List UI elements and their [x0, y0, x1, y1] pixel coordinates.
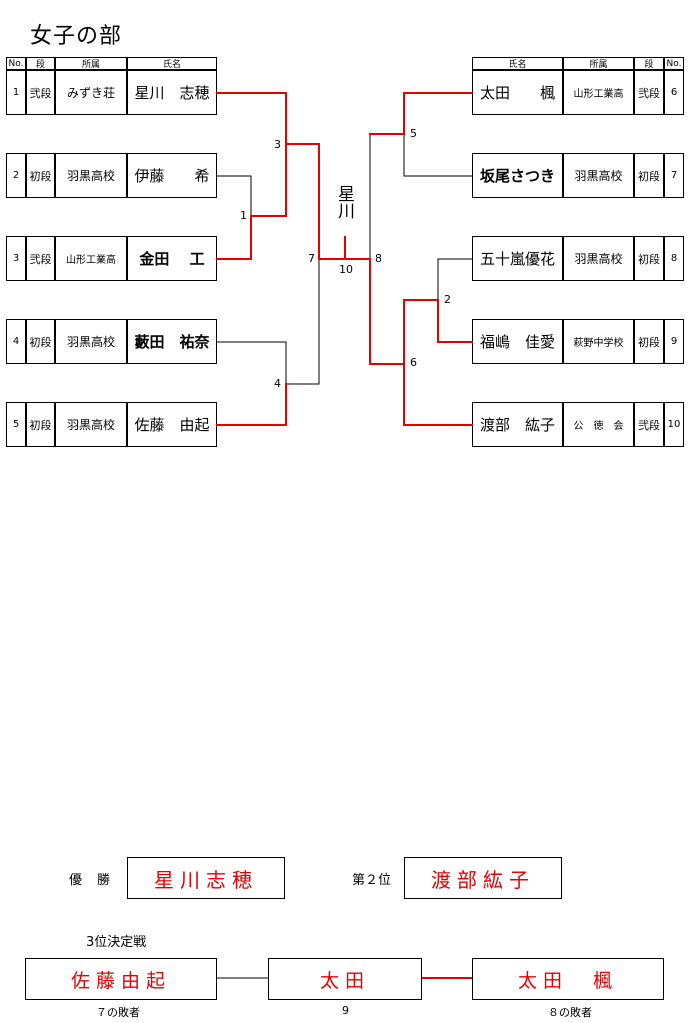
player-affiliation: 山形工業高: [563, 70, 634, 115]
player-name: 福嶋 佳愛: [472, 319, 563, 364]
player-dan: 初段: [634, 236, 664, 281]
match-label-7: 7: [308, 252, 315, 265]
third-right-box: 太田 楓: [472, 958, 664, 1000]
header-dan-right: 段: [634, 57, 664, 70]
player-dan: 初段: [634, 319, 664, 364]
player-name: 藪田 祐奈: [127, 319, 217, 364]
winner-line-1: [216, 92, 346, 260]
header-name-right: 氏名: [472, 57, 563, 70]
player-dan: 初段: [26, 319, 55, 364]
player-name: 金田 工: [127, 236, 217, 281]
third-place-title: 3位決定戦: [86, 935, 147, 950]
page-title: 女子の部: [30, 24, 123, 49]
player-name: 太田 楓: [472, 70, 563, 115]
match-label-10: 10: [339, 263, 353, 276]
player-affiliation: 萩野中学校: [563, 319, 634, 364]
header-name-left: 氏名: [127, 57, 217, 70]
match-label-2: 2: [444, 293, 451, 306]
player-affiliation: 羽黒高校: [563, 236, 634, 281]
player-number: 7: [664, 153, 684, 198]
winner-label: 優 勝: [69, 873, 112, 888]
winner-line-r-up: [344, 258, 405, 365]
player-affiliation: 公 徳 会: [563, 402, 634, 447]
player-number: 6: [664, 70, 684, 115]
header-no-left: No.: [6, 57, 26, 70]
player-affiliation: 羽黒高校: [55, 153, 127, 198]
player-dan: 初段: [26, 402, 55, 447]
third-mid-caption: 9: [342, 1004, 349, 1017]
bracket-line-7: [403, 133, 473, 177]
third-left-box: 佐藤由起: [25, 958, 217, 1000]
player-dan: 初段: [26, 153, 55, 198]
bracket-line-4a: [216, 341, 287, 385]
player-number: 5: [6, 402, 26, 447]
bracket-line-2: [216, 175, 252, 217]
player-number: 4: [6, 319, 26, 364]
player-dan: 弐段: [26, 70, 55, 115]
player-dan: 初段: [634, 153, 664, 198]
player-dan: 弐段: [634, 402, 664, 447]
champion-vertical-name: 星川: [334, 185, 354, 219]
player-name: 五十嵐優花: [472, 236, 563, 281]
player-number: 3: [6, 236, 26, 281]
match-label-3: 3: [274, 138, 281, 151]
header-affiliation-right: 所属: [563, 57, 634, 70]
bracket-line-4-upper: [285, 258, 320, 385]
winner-line-10: [403, 299, 473, 426]
third-left-caption: ７の敗者: [96, 1006, 140, 1019]
bracket-line-8: [437, 258, 473, 301]
third-right-caption: ８の敗者: [548, 1006, 592, 1019]
player-dan: 弐段: [634, 70, 664, 115]
player-name: 伊藤 希: [127, 153, 217, 198]
match-label-4: 4: [274, 377, 281, 390]
header-affiliation-left: 所属: [55, 57, 127, 70]
winner-line-5: [216, 383, 287, 426]
winner-line-3: [216, 143, 287, 260]
player-affiliation: 山形工業高: [55, 236, 127, 281]
winner-box: 星川志穂: [127, 857, 285, 899]
winner-line-6: [369, 92, 473, 135]
player-number: 10: [664, 402, 684, 447]
player-number: 2: [6, 153, 26, 198]
second-label: 第２位: [352, 873, 392, 888]
header-dan-left: 段: [26, 57, 55, 70]
player-affiliation: 羽黒高校: [55, 319, 127, 364]
match-label-6: 6: [410, 356, 417, 369]
match-label-8: 8: [375, 252, 382, 265]
third-mid-box: 太田: [268, 958, 422, 1000]
match-label-1: 1: [240, 209, 247, 222]
player-number: 1: [6, 70, 26, 115]
player-affiliation: 羽黒高校: [55, 402, 127, 447]
player-number: 8: [664, 236, 684, 281]
second-box: 渡部紘子: [404, 857, 562, 899]
player-affiliation: 羽黒高校: [563, 153, 634, 198]
match-label-5: 5: [410, 127, 417, 140]
header-no-right: No.: [664, 57, 684, 70]
player-dan: 弐段: [26, 236, 55, 281]
player-number: 9: [664, 319, 684, 364]
player-affiliation: みずき荘: [55, 70, 127, 115]
player-name: 坂尾さつき: [472, 153, 563, 198]
player-name: 渡部 紘子: [472, 402, 563, 447]
player-name: 星川 志穂: [127, 70, 217, 115]
